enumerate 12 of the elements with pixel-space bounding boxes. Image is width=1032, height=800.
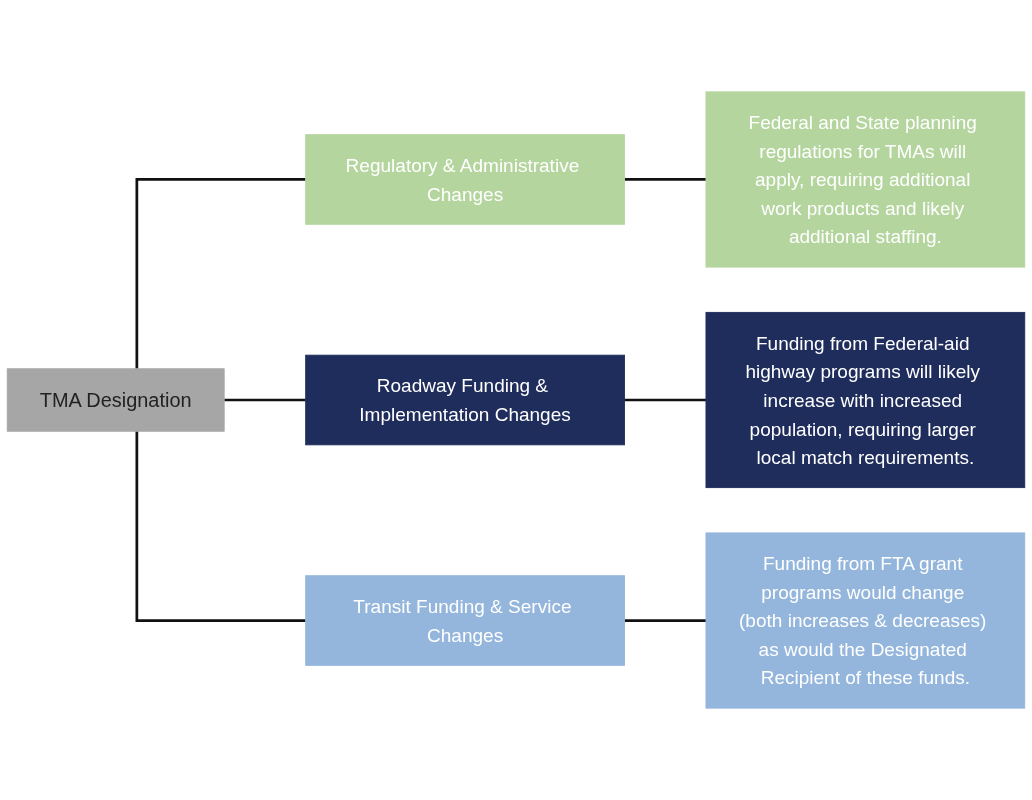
node-box: Funding from Federal-aid highway programs will likely increase with increased population, requiring larger local match requirements.	[705, 311, 1026, 489]
connector	[135, 431, 306, 622]
node-box: Roadway Funding & Implementation Changes	[305, 354, 625, 446]
connector	[135, 178, 306, 369]
connector	[623, 619, 706, 622]
node-box: Funding from FTA grant programs would change (both increases & decreases) as would the Designated Recipient of these funds.	[705, 532, 1026, 709]
node-box: Federal and State planning regulations for TMAs will apply, requiring additional work products and likely additional staffing.	[705, 91, 1026, 268]
node-box: Regulatory & Administrative Changes	[305, 134, 625, 225]
node-box: TMA Designation	[6, 368, 225, 432]
connector	[623, 398, 706, 402]
connector	[623, 178, 706, 181]
node-box: Transit Funding & Service Changes	[305, 575, 625, 666]
